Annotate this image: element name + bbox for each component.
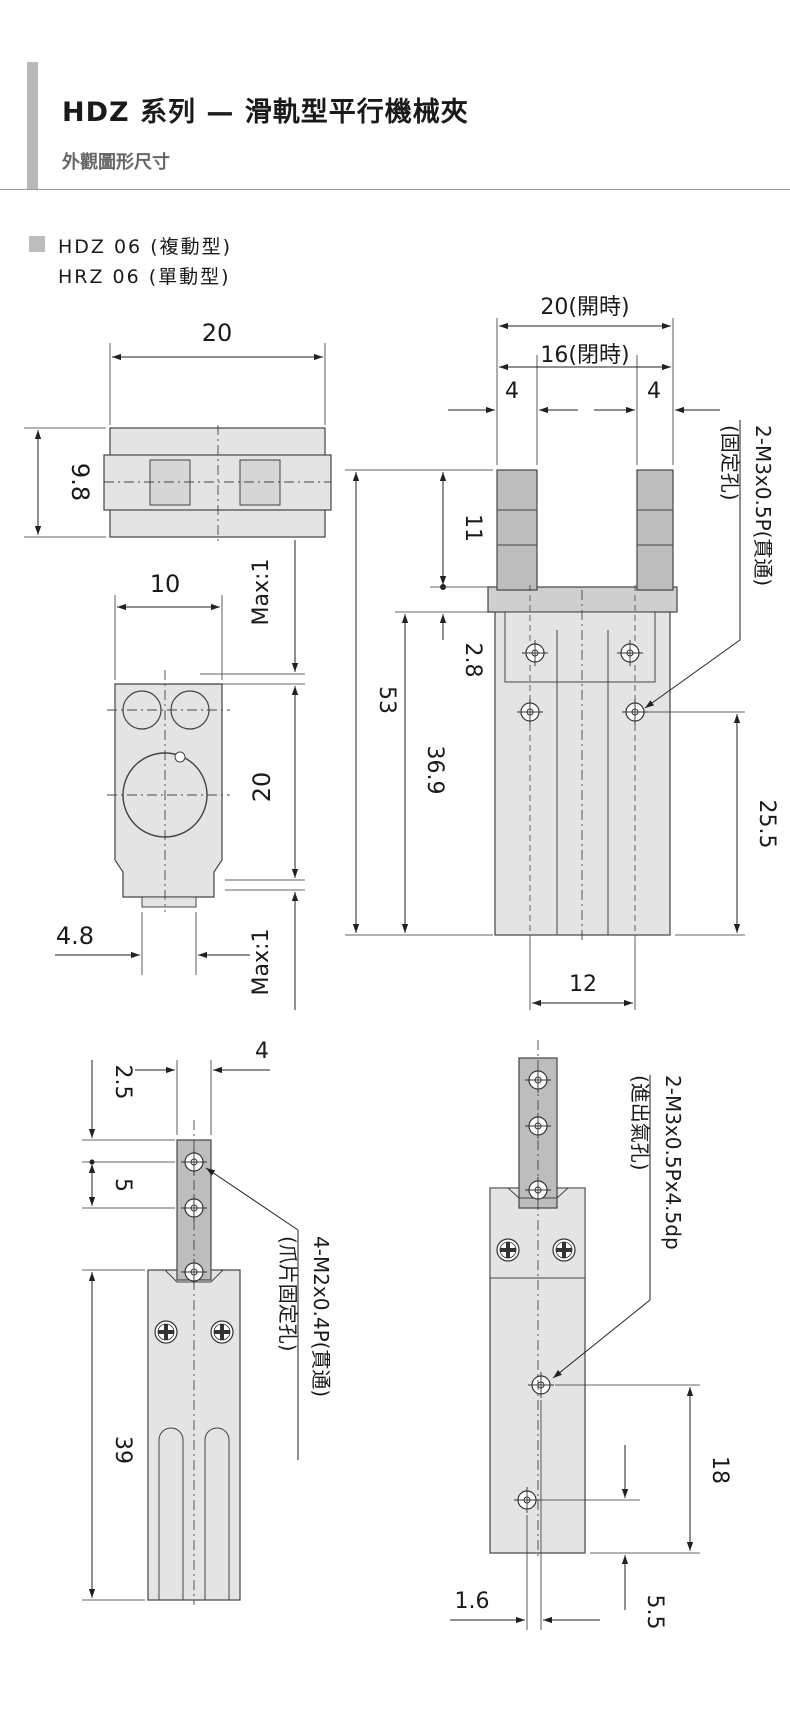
- dim-jaw-height: 11: [460, 514, 485, 542]
- dim-open-width: 20(開時): [540, 295, 629, 320]
- callout-jaw-hole-note: (爪片固定孔): [276, 1236, 300, 1352]
- dim-gap-2-8: 2.8: [460, 643, 485, 678]
- header-divider: [0, 189, 790, 190]
- header-accent-bar: [27, 62, 38, 189]
- dim-offset-1-6: 1.6: [455, 1589, 490, 1614]
- dim-jaw-pitch-5: 5: [110, 1178, 135, 1192]
- dim-bottom-5-5: 5.5: [642, 1595, 667, 1630]
- side-view: 10 Max:1 20 Max:1 4.8: [55, 540, 305, 1010]
- dim-hole-spacing: 12: [569, 972, 597, 997]
- dim-side-body-39: 39: [110, 1436, 135, 1464]
- dim-jaw-right: 4: [647, 379, 661, 404]
- dim-top-height: 9.8: [66, 463, 94, 501]
- callout-mount-hole: 2-M3x0.5P(貫通): [751, 425, 775, 586]
- dim-jaw-top-2-5: 2.5: [110, 1065, 135, 1100]
- page-subtitle: 外觀圖形尺寸: [62, 152, 170, 173]
- dim-total-height: 53: [374, 686, 399, 714]
- dim-top-width: 20: [202, 319, 233, 347]
- dim-port-pitch-18: 18: [707, 1456, 732, 1484]
- dim-body-height: 36.9: [422, 746, 447, 795]
- dim-closed-width: 16(閉時): [540, 343, 629, 368]
- callout-mount-hole-note: (固定孔): [718, 425, 742, 501]
- port-view: 18 5.5 1.6 2-M3x0.5Px4.5dp (進出氣孔): [450, 1040, 732, 1630]
- callout-jaw-hole: 4-M2x0.4P(貫通): [309, 1236, 333, 1397]
- model-line-hdz: HDZ 06 (複動型): [58, 236, 233, 258]
- dim-side-width: 10: [150, 570, 181, 598]
- front-view: 20(開時) 16(閉時) 4 4 53 36.9 11 2.8 25.5: [345, 295, 779, 1010]
- dim-hole-height: 25.5: [754, 800, 779, 849]
- page-title: HDZ 系列 — 滑軌型平行機械夾: [62, 97, 469, 128]
- jaw-side-view: 4 2.5 5 39 4-M2x0.4P(貫通) (爪片固定孔): [82, 1039, 333, 1605]
- dim-jaw-left: 4: [505, 379, 519, 404]
- dim-max-top: Max:1: [249, 559, 274, 626]
- dim-jaw-width-4: 4: [255, 1039, 269, 1064]
- callout-air-port-note: (進出氣孔): [628, 1075, 652, 1171]
- model-marker-square: [29, 236, 45, 252]
- dim-offset-4-8: 4.8: [56, 922, 94, 950]
- model-line-hrz: HRZ 06 (單動型): [58, 266, 231, 288]
- top-view: 20 9.8: [24, 319, 332, 545]
- dim-side-height: 20: [248, 772, 276, 803]
- dim-max-bottom: Max:1: [249, 929, 274, 996]
- callout-air-port: 2-M3x0.5Px4.5dp: [661, 1075, 685, 1250]
